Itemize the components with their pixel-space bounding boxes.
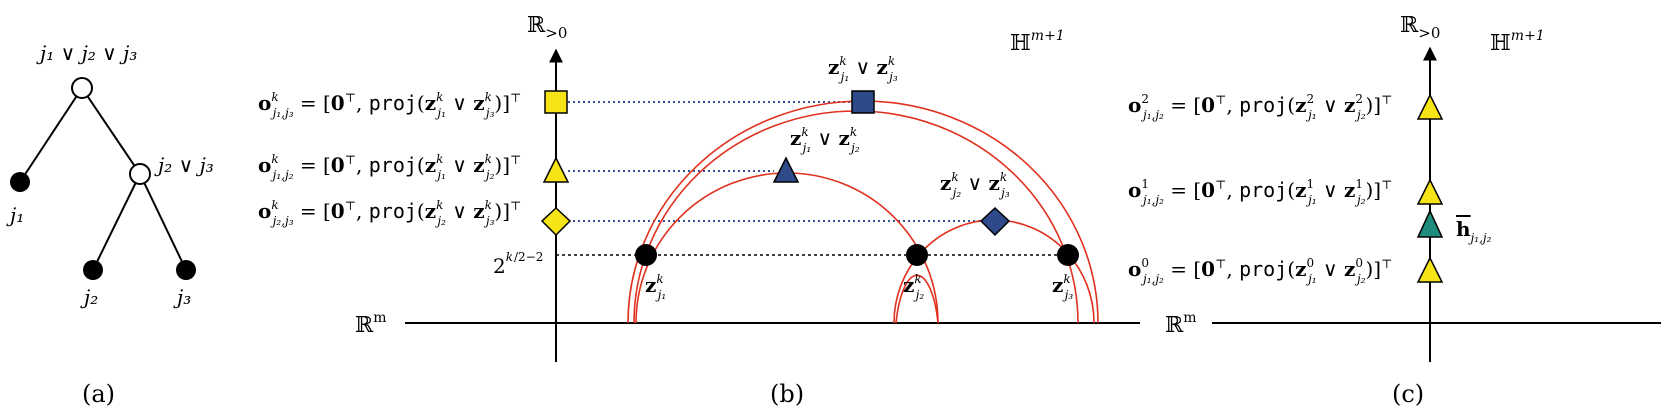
caption-b: (b) (770, 380, 804, 408)
leaf-label-j3: j₃ (173, 285, 191, 309)
point-z-j2 (906, 244, 928, 266)
space-label: ℍm+1 (1010, 28, 1065, 56)
space-label-c: ℍm+1 (1490, 28, 1545, 56)
geodesic-j2-small (895, 274, 939, 324)
triangle-marker-o12 (542, 156, 570, 183)
edge-root-inner (81, 87, 141, 175)
axis-label-left: ℝm (355, 310, 387, 338)
root-node (71, 77, 93, 99)
caption-a: (a) (82, 380, 115, 408)
root-label: j₁ ∨ j₂ ∨ j₃ (36, 41, 137, 65)
panel-a-tree: j₁ ∨ j₂ ∨ j₃ j₂ ∨ j₃ j₁ j₂ j₃ (a) (6, 41, 214, 408)
diamond-marker-o23 (540, 206, 572, 237)
leaf-label-j2: j₂ (80, 285, 98, 309)
caption-c: (c) (1392, 380, 1424, 408)
edge-root-leaf1 (19, 87, 83, 183)
triangle-marker-hbar (1416, 209, 1444, 238)
triangle-marker-join12 (772, 156, 800, 183)
inner-label: j₂ ∨ j₃ (154, 153, 214, 177)
edge-inner-leaf3 (139, 173, 187, 271)
geodesic-j1-j2 (635, 172, 939, 324)
inner-node (129, 163, 151, 185)
square-marker-o13 (544, 90, 568, 114)
triangle-marker-o2 (1416, 93, 1444, 120)
edge-inner-leaf2 (92, 173, 141, 271)
geodesic-j1-j3 (627, 100, 1099, 324)
leaf-node-j3 (176, 260, 196, 280)
triangle-marker-o0 (1416, 256, 1444, 283)
leaf-node-j1 (10, 172, 30, 192)
triangle-marker-o1 (1416, 178, 1444, 205)
leaf-label-j1: j₁ (6, 203, 24, 227)
point-z-j3 (1057, 244, 1079, 266)
tick-label: 2k/2−2 (493, 250, 543, 278)
point-z-j1 (635, 244, 657, 266)
label-hbar: hj₁,j₂ (1456, 217, 1492, 245)
diamond-marker-join23 (979, 206, 1011, 237)
leaf-node-j2 (83, 260, 103, 280)
square-marker-join13 (851, 90, 875, 114)
axis-label-top-c: ℝ>0 (1400, 13, 1440, 42)
axis-label-left-c: ℝm (1165, 310, 1197, 338)
axis-label-top: ℝ>0 (527, 13, 567, 42)
